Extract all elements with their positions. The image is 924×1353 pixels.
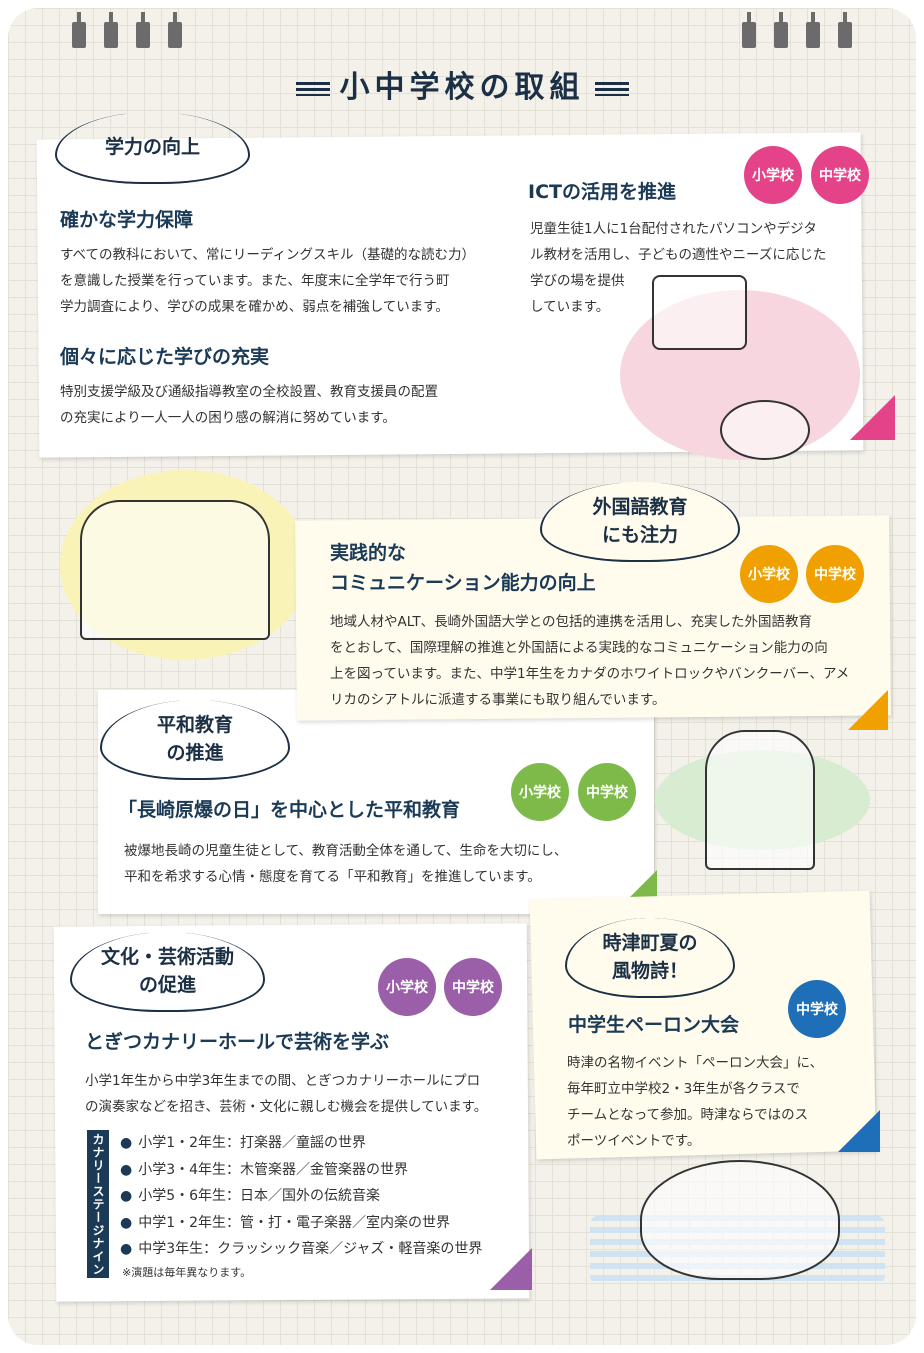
text-ict: 児童生徒1人に1台配付されたパソコンやデジタ ル教材を活用し、子どもの適性やニー…: [530, 221, 827, 315]
badge-elementary: 小学校: [378, 958, 436, 1016]
binder-ring: [72, 12, 86, 48]
canary-stage-label: カナリーステージナイン: [87, 1130, 109, 1278]
badge-elementary: 小学校: [744, 146, 802, 204]
page-title: 小中学校の取組: [0, 62, 924, 106]
bubble-culture: 文化・芸術活動 の促進: [70, 932, 265, 1012]
heading-peace: 「長崎原爆の日」を中心とした平和教育: [118, 799, 461, 821]
list-item: 中学1・2年生：管・打・電子楽器／室内楽の世界: [120, 1210, 482, 1237]
bubble-foreign: 外国語教育 にも注力: [540, 482, 740, 562]
badge-junior: 中学校: [788, 980, 846, 1038]
binder-ring: [774, 12, 788, 48]
bubble-peace: 平和教育 の推進: [100, 700, 290, 780]
text-peace: 被爆地長崎の児童生徒として、教育活動全体を通して、生命を大切にし、 平和を希求す…: [124, 843, 568, 885]
badge-junior: 中学校: [444, 958, 502, 1016]
binder-ring: [838, 12, 852, 48]
text-peron: 時津の名物イベント「ペーロン大会」に、 毎年町立中学校2・3年生が各クラスで チ…: [567, 1055, 824, 1149]
teacher-illustration: [80, 500, 270, 640]
text-academic: すべての教科において、常にリーディングスキル（基礎的な読む力） を意識した授業を…: [60, 247, 475, 315]
peace-statue-illustration: [705, 730, 815, 870]
binder-ring: [742, 12, 756, 48]
orange-page-corner: [848, 690, 888, 730]
badge-junior: 中学校: [578, 763, 636, 821]
bubble-text: 時津町夏の 風物詩！: [602, 932, 698, 982]
binder-ring: [806, 12, 820, 48]
blue-page-corner: [838, 1110, 880, 1152]
badge-junior: 中学校: [806, 545, 864, 603]
heading-culture: とぎつカナリーホールで芸術を学ぶ: [85, 1031, 390, 1053]
bubble-peron: 時津町夏の 風物詩！: [565, 918, 735, 998]
binder-ring: [168, 12, 182, 48]
stage-program-list: 小学1・2年生：打楽器／童謡の世界 小学3・4年生：木管楽器／金管楽器の世界 小…: [120, 1130, 482, 1263]
heading-ict: ICTの活用を推進: [528, 181, 676, 203]
bubble-text: 平和教育 の推進: [156, 714, 233, 764]
peron-boat-illustration: [640, 1160, 840, 1280]
purple-page-corner: [490, 1248, 532, 1290]
text-foreign: 地域人材やALT、長崎外国語大学との包括的連携を活用し、充実した外国語教育 をと…: [330, 614, 850, 708]
heading-peron: 中学生ペーロン大会: [568, 1014, 740, 1036]
pink-page-corner: [850, 395, 895, 440]
list-item: 小学5・6年生：日本／国外の伝統音楽: [120, 1183, 482, 1210]
bubble-text: 文化・芸術活動 の促進: [100, 946, 234, 996]
bubble-text: 学力の向上: [104, 136, 200, 158]
badge-elementary: 小学校: [511, 763, 569, 821]
ict-illustration: [652, 275, 747, 350]
heading-foreign: 実践的な コミュニケーション能力の向上: [330, 542, 596, 594]
ict-illustration: [720, 400, 810, 460]
text-culture: 小学1年生から中学3年生までの間、とぎつカナリーホールにプロ の演奏家などを招き…: [85, 1073, 488, 1115]
footnote: ※演題は毎年異なります。: [122, 1266, 252, 1279]
bubble-text: 外国語教育 にも注力: [592, 496, 688, 546]
list-item: 小学3・4年生：木管楽器／金管楽器の世界: [120, 1157, 482, 1184]
badge-junior: 中学校: [811, 146, 869, 204]
page-title-text: 小中学校の取組: [339, 70, 585, 105]
heading-academic: 確かな学力保障: [60, 209, 194, 231]
list-item: 中学3年生：クラッシック音楽／ジャズ・軽音楽の世界: [120, 1236, 482, 1263]
badge-elementary: 小学校: [740, 545, 798, 603]
text-individual: 特別支援学級及び通級指導教室の全校設置、教育支援員の配置 の充実により一人一人の…: [60, 384, 438, 426]
heading-individual: 個々に応じた学びの充実: [60, 346, 270, 368]
list-item: 小学1・2年生：打楽器／童謡の世界: [120, 1130, 482, 1157]
binder-ring: [136, 12, 150, 48]
binder-ring: [104, 12, 118, 48]
